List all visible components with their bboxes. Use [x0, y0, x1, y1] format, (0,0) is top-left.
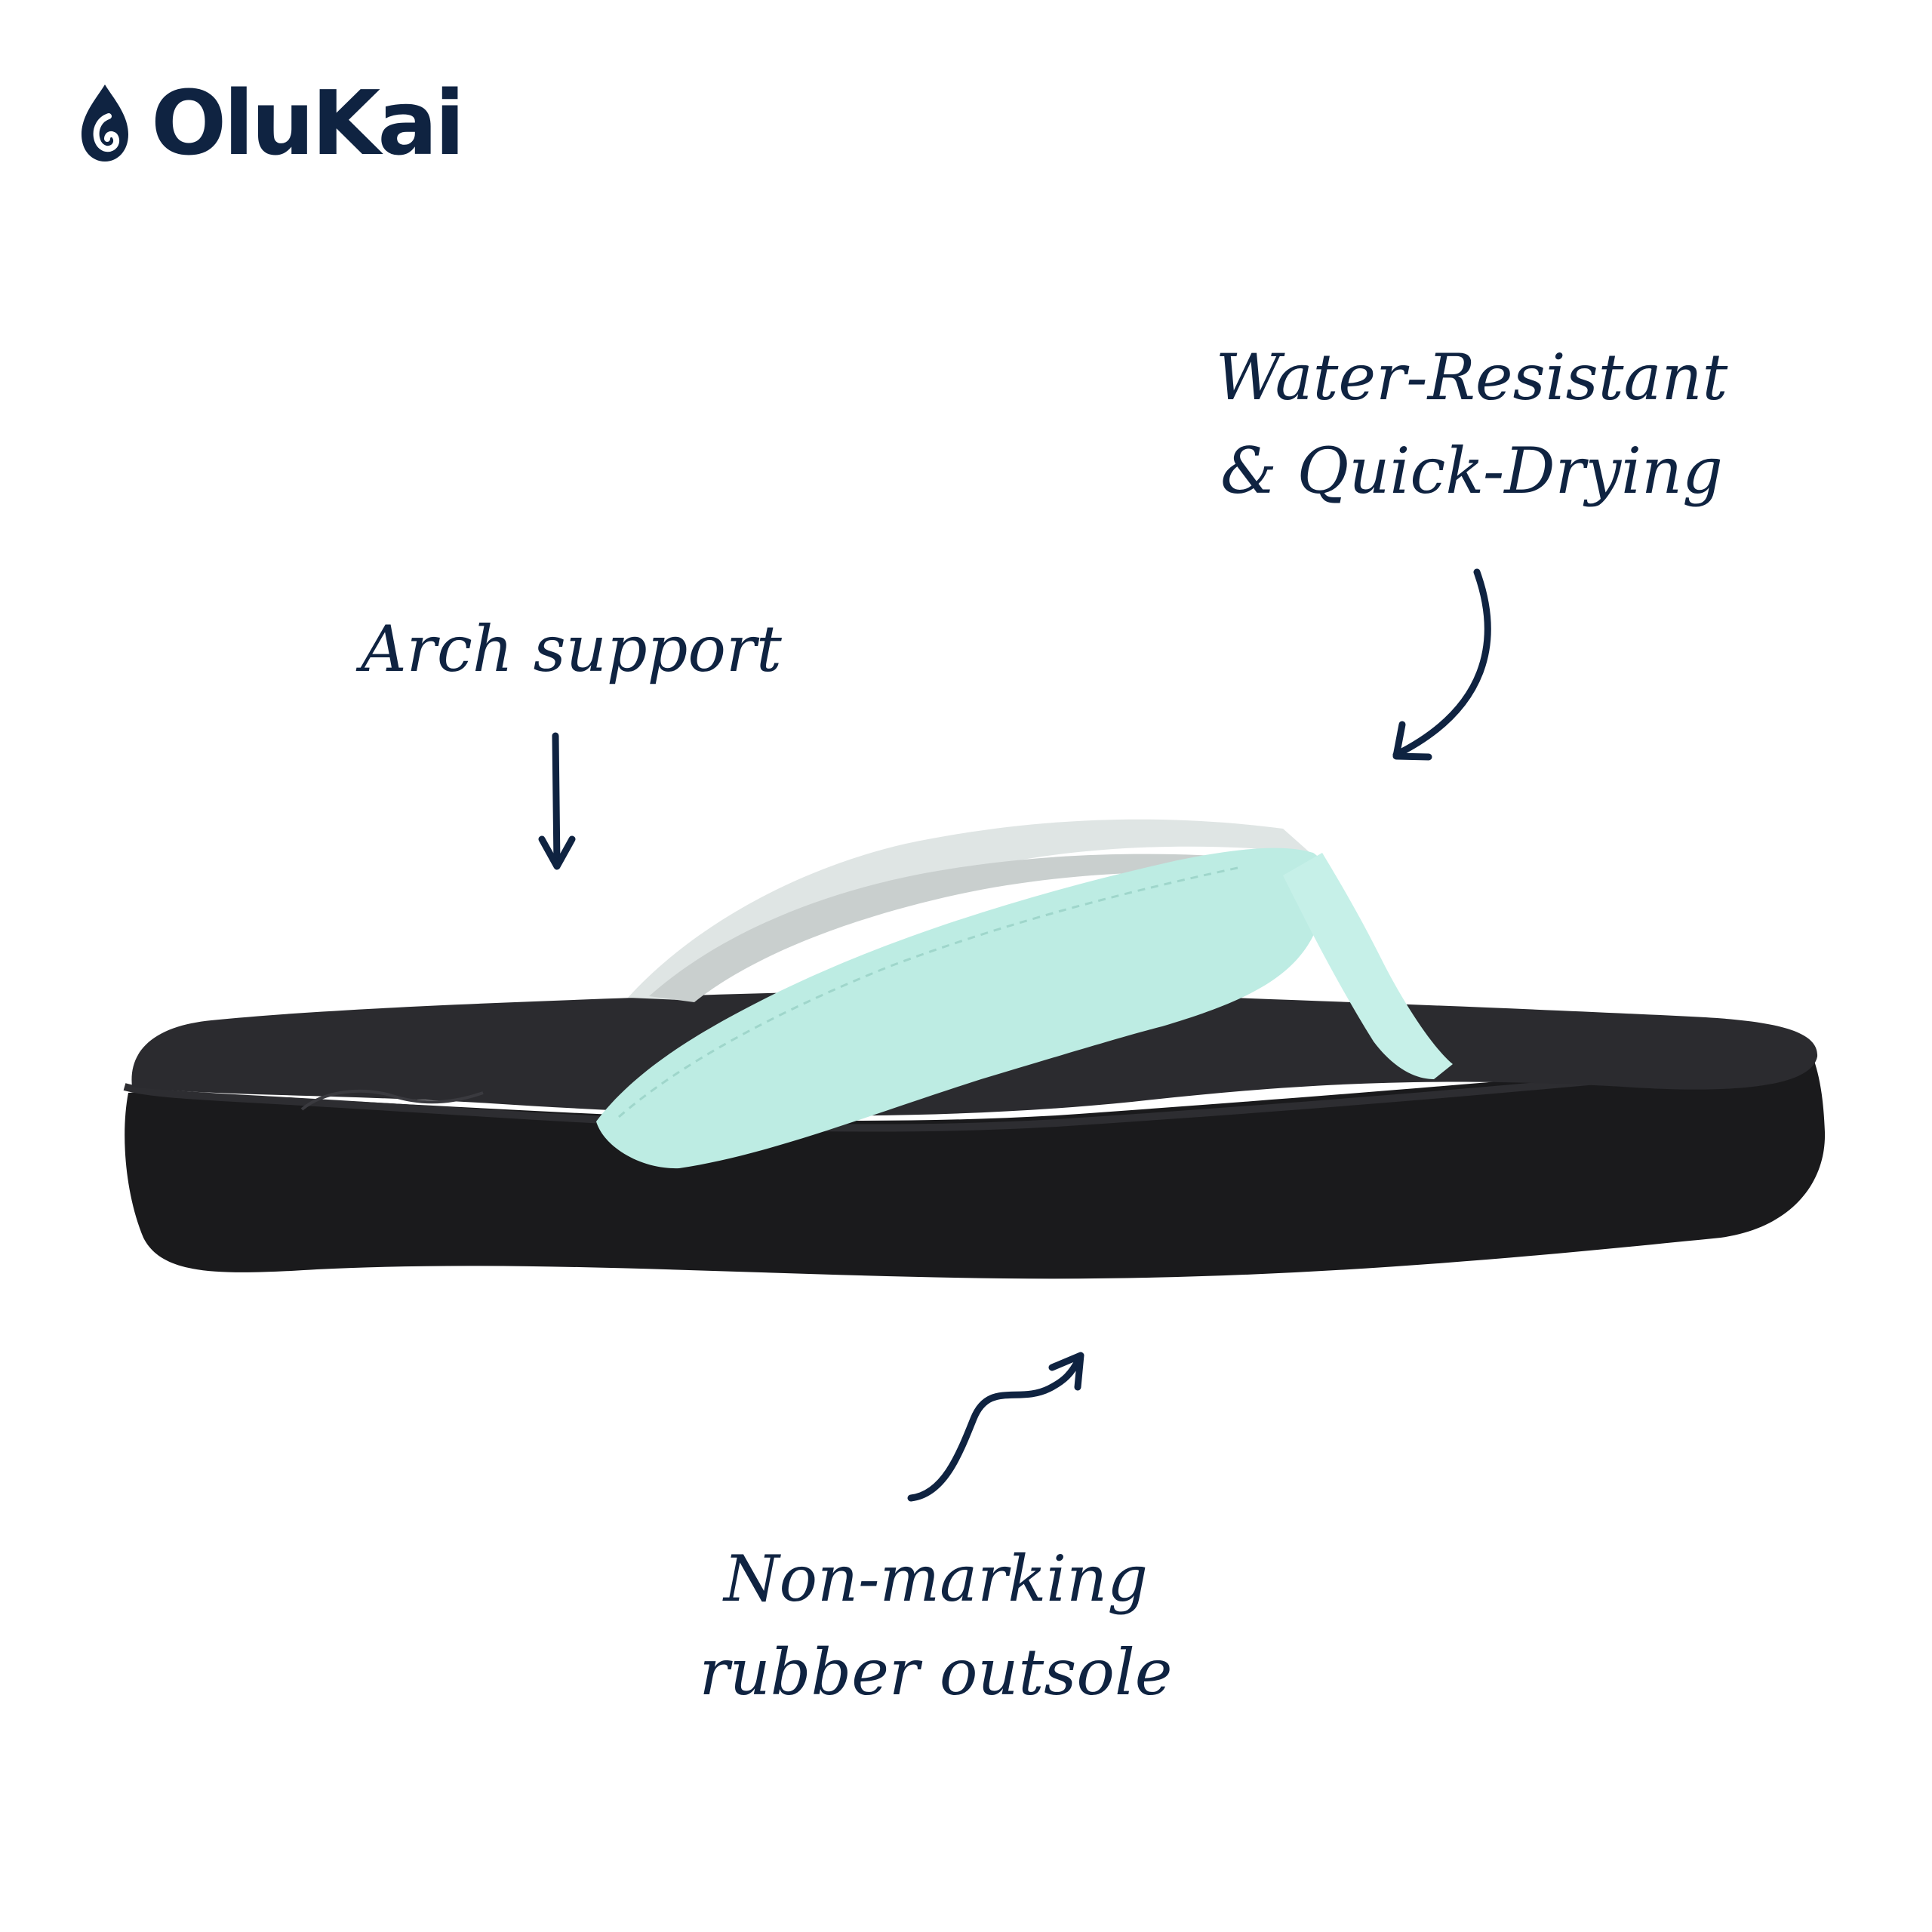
water-arrow-icon [1392, 568, 1491, 761]
brand-name: OluKai [151, 71, 465, 175]
outsole-callout: Non-marking rubber outsole [672, 1532, 1200, 1719]
sandal-strap-stitching [618, 866, 1238, 1118]
sandal-outsole [125, 1053, 1826, 1279]
water-callout-line1: Water-Resistant [1215, 340, 1728, 414]
arch-arrow-icon [538, 732, 576, 870]
outsole-callout-line2: rubber outsole [699, 1635, 1173, 1709]
water-resistant-callout: Water-Resistant & Quick-Drying [1200, 331, 1743, 518]
outsole-callout-line1: Non-marking [723, 1542, 1149, 1616]
brand-logo: OluKai [75, 71, 465, 175]
drop-hook-icon [82, 85, 128, 162]
sandal-toe-post [1283, 853, 1453, 1079]
footbed-logo-mark [300, 1089, 484, 1111]
sandal-midsole-edge [123, 1056, 1814, 1132]
arch-support-callout: Arch support [361, 612, 782, 686]
water-callout-line2: & Quick-Drying [1220, 434, 1723, 508]
outsole-arrow-icon [907, 1352, 1084, 1502]
sandal-strap-front [596, 848, 1327, 1169]
